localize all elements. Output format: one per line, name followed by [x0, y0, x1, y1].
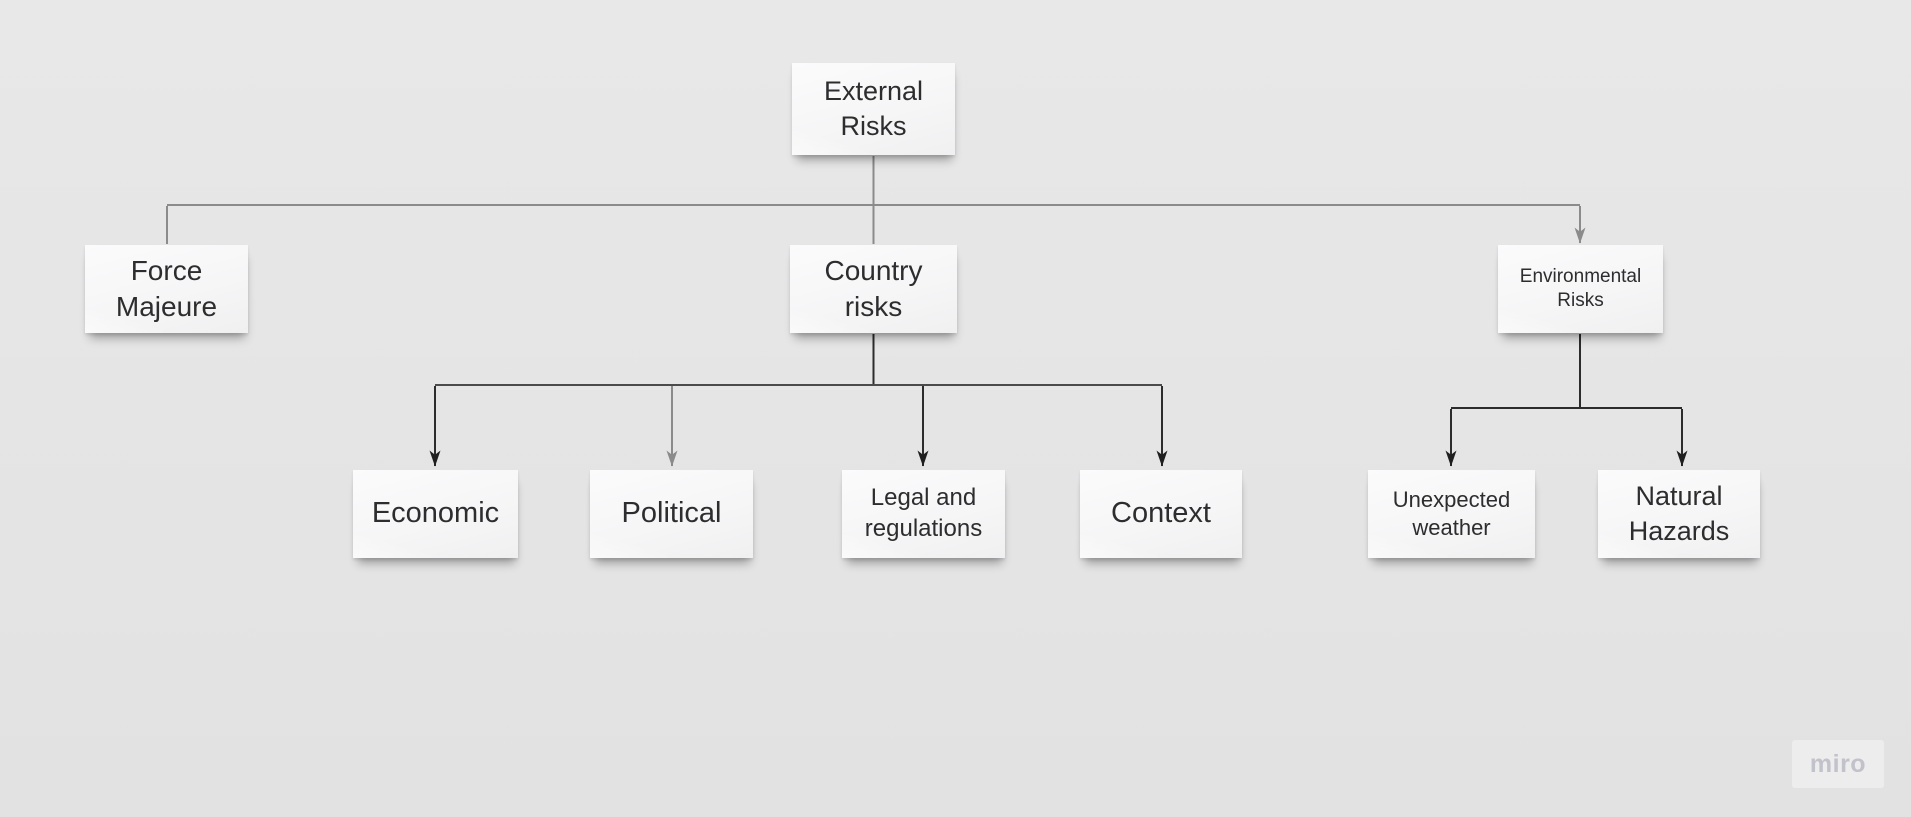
- sticky-note-environmental-risks[interactable]: Environmental Risks: [1498, 245, 1663, 333]
- miro-logo[interactable]: miro: [1792, 740, 1884, 788]
- sticky-note-natural-hazards[interactable]: Natural Hazards: [1598, 470, 1760, 558]
- sticky-note-economic[interactable]: Economic: [353, 470, 518, 558]
- sticky-note-legal-regulations[interactable]: Legal and regulations: [842, 470, 1005, 558]
- sticky-note-external-risks[interactable]: External Risks: [792, 63, 955, 155]
- sticky-note-label: Context: [1111, 497, 1211, 530]
- sticky-note-country-risks[interactable]: Country risks: [790, 245, 957, 333]
- miro-logo-text: miro: [1809, 749, 1867, 778]
- sticky-note-context[interactable]: Context: [1080, 470, 1242, 558]
- sticky-note-label: Unexpected weather: [1392, 486, 1511, 540]
- sticky-note-label: Country risks: [824, 255, 923, 322]
- sticky-note-label: Environmental Risks: [1519, 265, 1642, 311]
- sticky-note-label: Force Majeure: [115, 255, 218, 322]
- sticky-note-label: Political: [621, 497, 722, 530]
- sticky-note-unexpected-weather[interactable]: Unexpected weather: [1368, 470, 1535, 558]
- sticky-note-political[interactable]: Political: [590, 470, 753, 558]
- sticky-note-label: Natural Hazards: [1628, 481, 1730, 546]
- sticky-note-label: External Risks: [823, 76, 924, 141]
- sticky-note-label: Economic: [371, 497, 500, 530]
- sticky-note-force-majeure[interactable]: Force Majeure: [85, 245, 248, 333]
- sticky-note-label: Legal and regulations: [864, 484, 983, 542]
